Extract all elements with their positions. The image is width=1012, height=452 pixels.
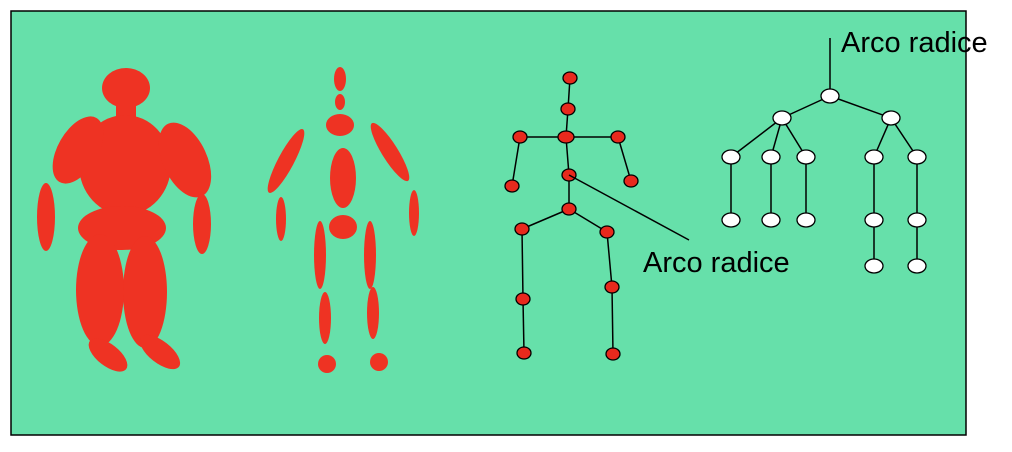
segment-chest bbox=[326, 114, 354, 136]
segment-forearm-left bbox=[276, 197, 286, 241]
segment-neck bbox=[335, 94, 345, 110]
tree-node bbox=[796, 149, 816, 165]
segment-shin-right bbox=[367, 287, 379, 339]
segment-pelvis bbox=[329, 215, 357, 239]
silhouette-foot-left bbox=[88, 338, 128, 372]
segmented-body bbox=[267, 67, 419, 373]
tree-node bbox=[907, 212, 927, 228]
tree-nodes bbox=[721, 88, 927, 274]
tree-node bbox=[796, 212, 816, 228]
tree-node bbox=[761, 212, 781, 228]
silhouette-thigh-right bbox=[123, 236, 167, 348]
segment-forearm-right bbox=[409, 190, 419, 236]
joint-hip-right bbox=[599, 225, 615, 239]
joint-skeleton: Arco radice bbox=[504, 71, 790, 361]
tree-node bbox=[772, 110, 792, 126]
joint-hip-left bbox=[514, 222, 530, 236]
silhouette-forearm-left bbox=[37, 183, 55, 251]
segment-shin-left bbox=[319, 292, 331, 344]
tree-node bbox=[761, 149, 781, 165]
skeleton-root-arc-pointer bbox=[568, 174, 690, 241]
tree-node bbox=[864, 258, 884, 274]
tree-node-root bbox=[820, 88, 840, 104]
tree-root-arc-label: Arco radice bbox=[841, 27, 988, 59]
solid-body-silhouette bbox=[37, 68, 212, 372]
joint-foot-left bbox=[516, 346, 532, 360]
joint-neck bbox=[560, 102, 576, 116]
tree-node bbox=[907, 149, 927, 165]
segment-thigh-right bbox=[364, 221, 376, 289]
tree-node bbox=[864, 149, 884, 165]
segment-thigh-left bbox=[314, 221, 326, 289]
tree-node bbox=[907, 258, 927, 274]
segment-upperarm-right bbox=[370, 122, 410, 182]
joint-shoulder-center bbox=[557, 130, 575, 144]
segment-foot-right bbox=[370, 353, 388, 371]
joint-hand-right bbox=[623, 174, 639, 188]
segment-abdomen bbox=[330, 148, 356, 208]
joint-shoulder-left bbox=[512, 130, 528, 144]
skeleton-root-arc-label: Arco radice bbox=[643, 247, 790, 279]
joint-head bbox=[562, 71, 578, 85]
joint-hip-center bbox=[561, 202, 577, 216]
tree-node bbox=[864, 212, 884, 228]
silhouette-head bbox=[102, 68, 150, 108]
joint-foot-right bbox=[605, 347, 621, 361]
joint-hand-left bbox=[504, 179, 520, 193]
silhouette-foot-right bbox=[139, 334, 181, 370]
segment-foot-left bbox=[318, 355, 336, 373]
silhouette-shoulder-right bbox=[158, 122, 212, 198]
tree-node bbox=[881, 110, 901, 126]
silhouette-thigh-left bbox=[76, 234, 124, 346]
segment-upperarm-left bbox=[267, 128, 305, 194]
tree-node bbox=[721, 149, 741, 165]
hierarchy-tree: Arco radice bbox=[721, 27, 988, 274]
joint-knee-right bbox=[604, 280, 620, 294]
skeleton-joints bbox=[504, 71, 639, 361]
silhouette-forearm-right bbox=[193, 194, 211, 254]
segment-head bbox=[334, 67, 346, 91]
tree-node bbox=[721, 212, 741, 228]
silhouette-shoulder-left bbox=[52, 116, 104, 184]
joint-shoulder-right bbox=[610, 130, 626, 144]
joint-knee-left bbox=[515, 292, 531, 306]
